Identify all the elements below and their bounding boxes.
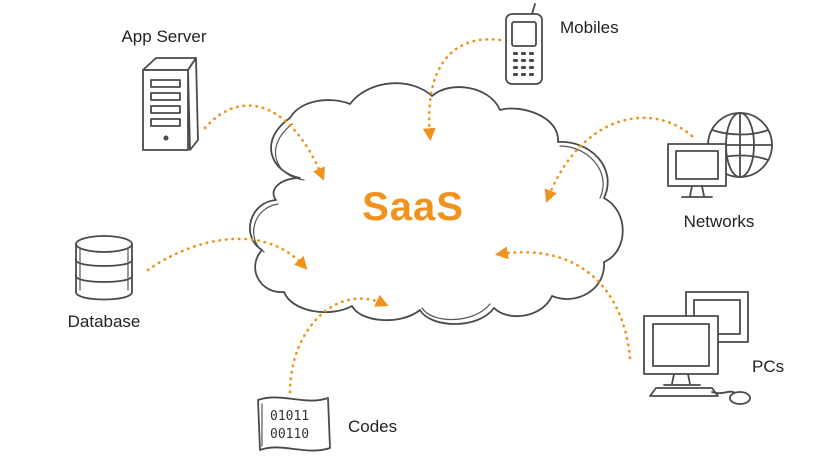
pcs-node: PCs: [643, 291, 784, 405]
globe-monitor-icon: [667, 112, 773, 198]
mobile-phone-icon: [505, 3, 543, 85]
app-server-label: App Server: [121, 27, 206, 46]
arrow-database: [146, 237, 308, 272]
database-icon: [75, 235, 133, 301]
mobiles-label: Mobiles: [560, 18, 619, 37]
arrow-networks: [544, 116, 694, 203]
app-server-node: App Server: [121, 27, 207, 151]
codes-node: 01011 00110 Codes: [257, 396, 397, 452]
arrow-pcs: [494, 246, 632, 360]
arrow-app-server: [203, 104, 325, 181]
arrow-codes: [288, 294, 389, 394]
saas-label: SaaS: [362, 185, 464, 229]
desktop-pcs-icon: [643, 291, 751, 405]
pcs-label: PCs: [752, 357, 784, 376]
code-digits-row-1: 01011: [270, 409, 309, 424]
saas-cloud: SaaS: [249, 82, 624, 325]
server-icon: [142, 57, 199, 151]
database-node: Database: [68, 235, 141, 331]
networks-node: Networks: [667, 112, 773, 231]
networks-label: Networks: [684, 212, 755, 231]
code-digits-row-2: 00110: [270, 427, 309, 442]
mobiles-node: Mobiles: [505, 3, 619, 85]
database-label: Database: [68, 312, 141, 331]
connector-arrows: [146, 38, 694, 394]
code-sheet-icon: 01011 00110: [257, 396, 331, 452]
codes-label: Codes: [348, 417, 397, 436]
